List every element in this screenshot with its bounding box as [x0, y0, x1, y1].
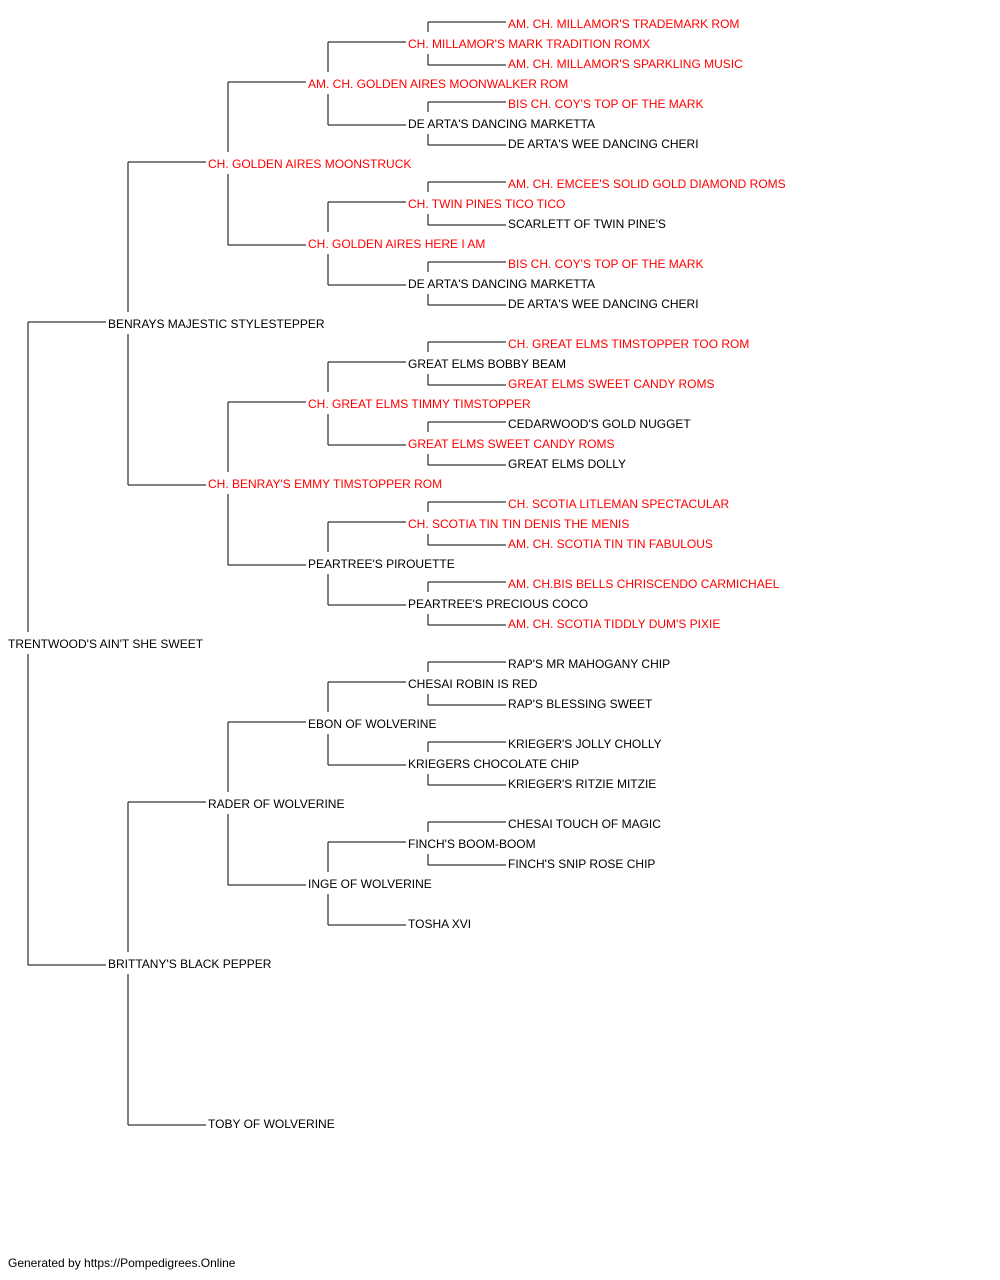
- ancestor-name: FINCH'S BOOM-BOOM: [408, 837, 536, 851]
- ancestor-name: CH. GOLDEN AIRES HERE I AM: [308, 237, 485, 251]
- ancestor-name: BRITTANY'S BLACK PEPPER: [108, 957, 272, 971]
- ancestor-name: DE ARTA'S DANCING MARKETTA: [408, 117, 595, 131]
- ancestor-name: AM. CH. SCOTIA TIDDLY DUM'S PIXIE: [508, 617, 720, 631]
- pedigree-tree: TRENTWOOD'S AIN'T SHE SWEET BENRAYS MAJES…: [8, 17, 786, 1131]
- ancestor-name: CH. GREAT ELMS TIMMY TIMSTOPPER: [308, 397, 531, 411]
- ancestor-name: PEARTREE'S PRECIOUS COCO: [408, 597, 588, 611]
- ancestor-name: KRIEGERS CHOCOLATE CHIP: [408, 757, 579, 771]
- ancestor-name: DE ARTA'S DANCING MARKETTA: [408, 277, 595, 291]
- ancestor-name: GREAT ELMS SWEET CANDY ROMS: [408, 437, 614, 451]
- dog-name: TRENTWOOD'S AIN'T SHE SWEET: [8, 637, 204, 651]
- ancestor-name: CHESAI TOUCH OF MAGIC: [508, 817, 661, 831]
- ancestor-name: RAP'S BLESSING SWEET: [508, 697, 653, 711]
- ancestor-name: DE ARTA'S WEE DANCING CHERI: [508, 297, 699, 311]
- ancestor-name: KRIEGER'S RITZIE MITZIE: [508, 777, 656, 791]
- ancestor-name: GREAT ELMS SWEET CANDY ROMS: [508, 377, 714, 391]
- ancestor-name: RADER OF WOLVERINE: [208, 797, 344, 811]
- ancestor-name: INGE OF WOLVERINE: [308, 877, 432, 891]
- ancestor-name: CHESAI ROBIN IS RED: [408, 677, 538, 691]
- ancestor-name: DE ARTA'S WEE DANCING CHERI: [508, 137, 699, 151]
- ancestor-name: CH. GREAT ELMS TIMSTOPPER TOO ROM: [508, 337, 749, 351]
- ancestor-name: EBON OF WOLVERINE: [308, 717, 436, 731]
- ancestor-name: AM. CH. MILLAMOR'S TRADEMARK ROM: [508, 17, 739, 31]
- ancestor-name: KRIEGER'S JOLLY CHOLLY: [508, 737, 662, 751]
- ancestor-name: CH. TWIN PINES TICO TICO: [408, 197, 565, 211]
- ancestor-name: CH. BENRAY'S EMMY TIMSTOPPER ROM: [208, 477, 442, 491]
- ancestor-name: TOSHA XVI: [408, 917, 471, 931]
- ancestor-name: BIS CH. COY'S TOP OF THE MARK: [508, 97, 703, 111]
- ancestor-name: CH. GOLDEN AIRES MOONSTRUCK: [208, 157, 411, 171]
- ancestor-name: RAP'S MR MAHOGANY CHIP: [508, 657, 670, 671]
- ancestor-name: GREAT ELMS DOLLY: [508, 457, 626, 471]
- ancestor-name: SCARLETT OF TWIN PINE'S: [508, 217, 666, 231]
- ancestor-name: BENRAYS MAJESTIC STYLESTEPPER: [108, 317, 325, 331]
- ancestor-name: AM. CH. SCOTIA TIN TIN FABULOUS: [508, 537, 713, 551]
- ancestor-name: TOBY OF WOLVERINE: [208, 1117, 335, 1131]
- ancestor-name: CH. SCOTIA TIN TIN DENIS THE MENIS: [408, 517, 629, 531]
- ancestor-name: BIS CH. COY'S TOP OF THE MARK: [508, 257, 703, 271]
- ancestor-name: AM. CH.BIS BELLS CHRISCENDO CARMICHAEL: [508, 577, 780, 591]
- ancestor-name: AM. CH. GOLDEN AIRES MOONWALKER ROM: [308, 77, 568, 91]
- ancestor-name: AM. CH. EMCEE'S SOLID GOLD DIAMOND ROMS: [508, 177, 786, 191]
- ancestor-name: GREAT ELMS BOBBY BEAM: [408, 357, 566, 371]
- ancestor-name: AM. CH. MILLAMOR'S SPARKLING MUSIC: [508, 57, 743, 71]
- footer-credit: Generated by https://Pompedigrees.Online: [8, 1256, 236, 1270]
- ancestor-name: CH. SCOTIA LITLEMAN SPECTACULAR: [508, 497, 729, 511]
- ancestor-name: PEARTREE'S PIROUETTE: [308, 557, 455, 571]
- ancestor-name: CH. MILLAMOR'S MARK TRADITION ROMX: [408, 37, 650, 51]
- ancestor-name: CEDARWOOD'S GOLD NUGGET: [508, 417, 691, 431]
- ancestor-name: FINCH'S SNIP ROSE CHIP: [508, 857, 655, 871]
